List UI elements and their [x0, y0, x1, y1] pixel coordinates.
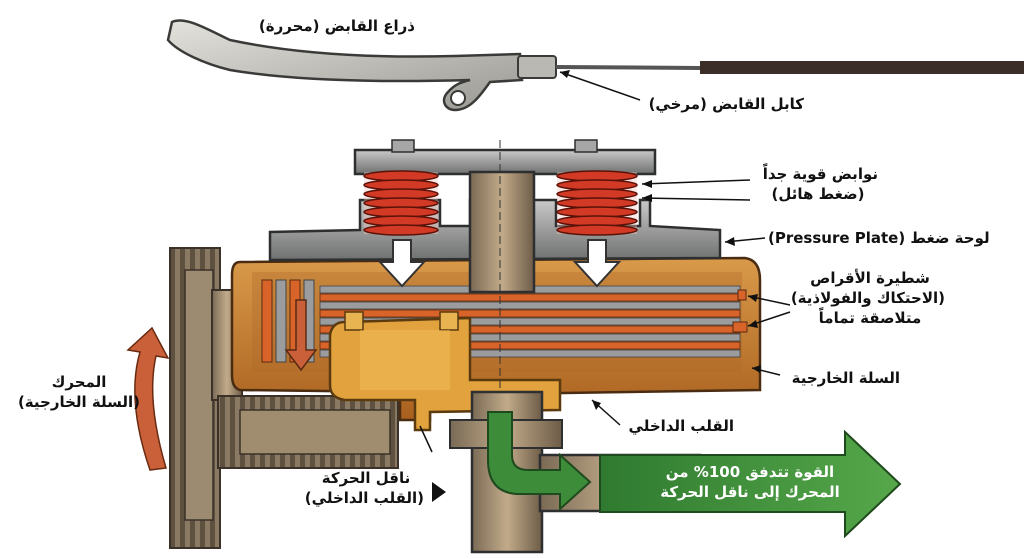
cable-adjuster [517, 55, 557, 79]
label-disc-stack: شطيرة الأقراص (الاحتكاك والفولاذية) متلا… [790, 269, 945, 327]
leader-arrowheads [560, 70, 761, 410]
label-transmission: ناقل الحركة (القلب الداخلي) [304, 469, 424, 507]
label-engine: المحرك (السلة الخارجية) [17, 373, 141, 411]
label-pressure-plate: لوحة ضغط (Pressure Plate) [768, 229, 990, 247]
engine-rotation-arrow [126, 326, 170, 471]
lower-gear [217, 395, 399, 469]
main-shaft [468, 140, 536, 410]
lever-pivot [450, 90, 466, 106]
lever-body [166, 19, 524, 112]
force-arrow-left [377, 239, 427, 288]
spring-left [363, 170, 439, 236]
force-arrow-right [572, 239, 622, 288]
compression-arrow [284, 299, 318, 372]
label-clutch-cable: كابل القابض (مرخي) [648, 95, 804, 113]
cable-sheath [700, 61, 1024, 74]
label-outer-basket: السلة الخارجية [791, 369, 900, 387]
spring-retainer-plate [353, 148, 657, 176]
label-clutch-lever: ذراع القابض (محررة) [258, 17, 415, 35]
label-springs: نوابض قوية جداً (ضغط هائل) [762, 165, 878, 203]
spring-right [556, 170, 638, 236]
cable-wire [555, 65, 701, 70]
disc-stack [261, 279, 748, 363]
power-flow-arrow [487, 411, 902, 539]
pointer-triangle [432, 482, 446, 502]
label-power-flow: القوة تتدفق 100% من المحرك إلى ناقل الحر… [660, 463, 840, 501]
clutch-lever [166, 19, 1024, 112]
label-inner-hub: القلب الداخلي [628, 417, 734, 435]
